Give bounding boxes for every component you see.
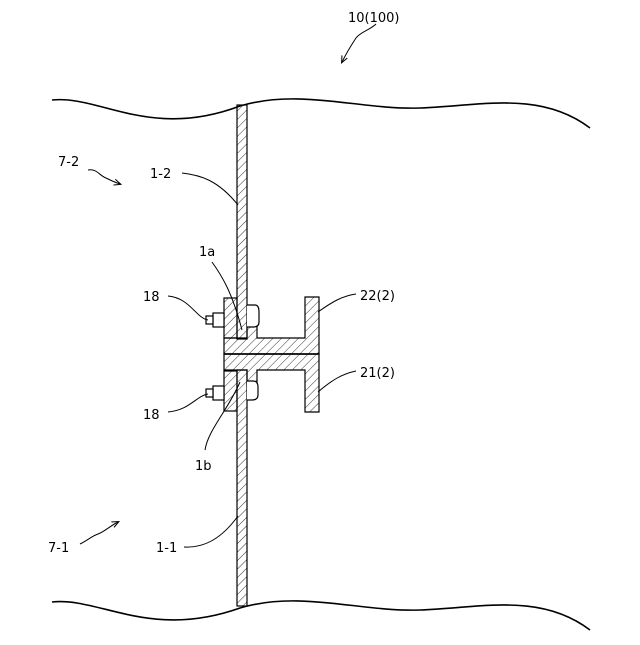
leader-lower-plate	[184, 516, 238, 547]
leader-lower-space	[80, 522, 118, 544]
label-assembly: 10(100)	[348, 11, 400, 26]
leader-upper-plate	[182, 173, 238, 205]
leader-lower-member	[318, 371, 356, 392]
label-lower-space: 7-1	[48, 541, 69, 556]
label-upper-member: 22(2)	[360, 289, 395, 304]
label-upper-space: 7-2	[58, 155, 79, 170]
label-bolt-upper: 18	[143, 290, 160, 305]
leader-assembly	[342, 24, 376, 62]
clip-lower	[247, 381, 258, 400]
label-bolt-lower: 18	[143, 408, 160, 423]
lower-clamp-left	[224, 371, 237, 411]
label-lower-plate: 1-1	[156, 541, 177, 556]
clip-upper	[247, 305, 259, 327]
bolt-head-lower	[213, 386, 224, 400]
lower-plate	[237, 370, 247, 606]
label-upper-plate: 1-2	[150, 167, 171, 182]
leader-bolt-upper	[168, 296, 208, 320]
upper-clamp-left	[224, 298, 237, 338]
leader-bolt-lower	[168, 394, 208, 412]
leader-upper-member	[318, 294, 356, 312]
bolt-head-upper	[213, 313, 224, 327]
label-upper-edge: 1a	[199, 245, 215, 260]
upper-plate	[237, 105, 247, 339]
label-lower-edge: 1b	[195, 459, 212, 474]
leader-upper-space	[88, 170, 120, 184]
bottom-break-line	[52, 601, 590, 630]
bolt-tip-lower	[206, 389, 213, 397]
label-lower-member: 21(2)	[360, 366, 395, 381]
top-break-line	[52, 99, 590, 128]
